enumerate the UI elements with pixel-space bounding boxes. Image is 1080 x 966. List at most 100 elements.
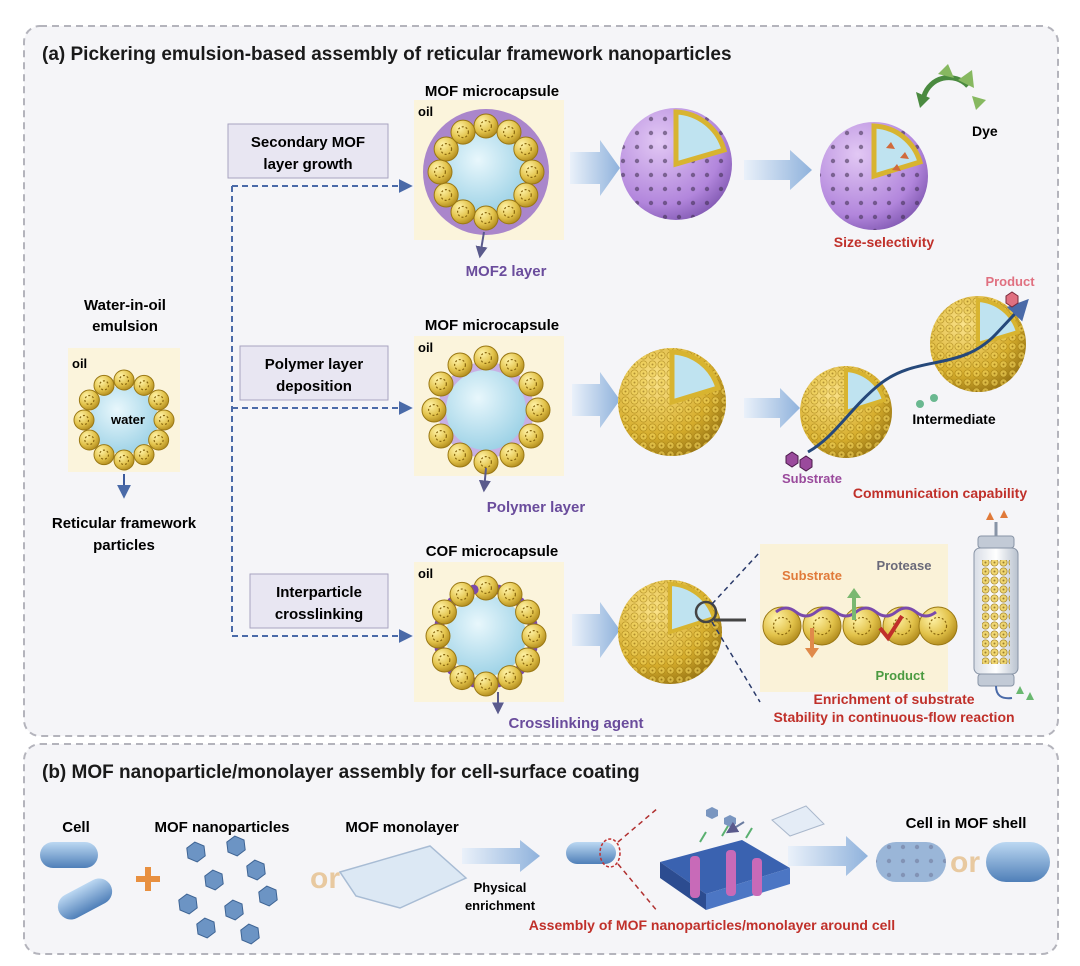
row1-purple-sphere-dye bbox=[820, 122, 928, 230]
framework-particle-pore bbox=[503, 126, 516, 139]
row2-arrow-1 bbox=[572, 372, 620, 428]
framework-particle bbox=[473, 113, 499, 139]
magnifier-icon bbox=[694, 600, 746, 624]
framework-particle-pore bbox=[118, 454, 130, 466]
framework-particle bbox=[113, 369, 135, 391]
row1-particle-ring bbox=[427, 113, 545, 231]
row3-result-line2: Stability in continuous-flow reaction bbox=[773, 709, 1014, 725]
framework-particle-pore bbox=[78, 414, 90, 426]
monolayer-sheet bbox=[338, 845, 468, 909]
row3-zoom-particles bbox=[762, 606, 958, 646]
plus-icon bbox=[136, 867, 160, 891]
branch-connectors bbox=[231, 179, 413, 643]
framework-particle-pore bbox=[521, 653, 534, 666]
framework-particle bbox=[447, 442, 473, 468]
product-hexagon-icon bbox=[1005, 291, 1019, 308]
framework-particle bbox=[447, 352, 473, 378]
nanoparticle-hexagon bbox=[204, 869, 224, 891]
framework-particle bbox=[497, 665, 523, 691]
nanoparticle-hexagon bbox=[178, 893, 198, 915]
substrate-hexagon-icon bbox=[785, 451, 799, 468]
framework-particle-pore bbox=[531, 404, 544, 417]
row2-flow-curve bbox=[807, 298, 1029, 454]
step-row1-line2: layer growth bbox=[263, 156, 352, 173]
row1-purple-sphere bbox=[620, 108, 732, 220]
framework-particle-pore bbox=[454, 358, 467, 371]
framework-particle-pore bbox=[480, 119, 493, 132]
zoom-particle-pore bbox=[812, 616, 832, 636]
framework-particle bbox=[421, 397, 447, 423]
framework-particle-pore bbox=[457, 126, 470, 139]
framework-particle-pore bbox=[432, 629, 445, 642]
panel-a-title: (a) Pickering emulsion-based assembly of… bbox=[42, 44, 732, 65]
row2-layer-label: Polymer layer bbox=[487, 499, 586, 516]
framework-particle bbox=[425, 623, 451, 649]
row2-result: Communication capability bbox=[853, 485, 1027, 501]
step-row1-line1: Secondary MOF bbox=[251, 134, 365, 151]
framework-particle-pore bbox=[480, 581, 493, 594]
framework-particle-pore bbox=[138, 449, 150, 460]
flow-column bbox=[973, 510, 1034, 700]
step-box-row2: Polymer layer deposition bbox=[239, 345, 389, 401]
target-cell bbox=[566, 842, 616, 864]
nanoparticles-label: MOF nanoparticles bbox=[154, 819, 289, 836]
framework-particle-pore bbox=[438, 605, 451, 618]
row1-water-core bbox=[446, 132, 526, 212]
row2-oil-label: oil bbox=[418, 340, 433, 355]
cell-monolayer-shell bbox=[986, 842, 1050, 882]
framework-particle bbox=[525, 397, 551, 423]
framework-particle-pore bbox=[456, 671, 469, 684]
row2-gold-sphere bbox=[618, 348, 726, 456]
emulsion-caption-line2: particles bbox=[93, 537, 155, 554]
cell-nanoparticle-shell bbox=[876, 842, 946, 882]
emulsion-particle-ring bbox=[73, 369, 175, 471]
framework-particle-pore bbox=[84, 434, 95, 446]
framework-particle-pore bbox=[519, 143, 532, 156]
or-label-1: or bbox=[310, 862, 340, 895]
membrane-schematic bbox=[660, 805, 825, 910]
framework-particle-pore bbox=[506, 449, 519, 462]
framework-particle-pore bbox=[480, 352, 493, 365]
dye-icon bbox=[916, 64, 986, 110]
framework-particle bbox=[431, 647, 457, 673]
framework-particle bbox=[78, 429, 100, 451]
target-cell-focus bbox=[599, 838, 621, 868]
framework-particle-pore bbox=[434, 166, 447, 179]
row3-down-arrow bbox=[805, 628, 819, 658]
framework-particle bbox=[427, 159, 453, 185]
framework-particle bbox=[499, 352, 525, 378]
framework-particle-pore bbox=[434, 430, 447, 443]
physical-line2: enrichment bbox=[465, 898, 536, 913]
nanoparticle-hexagon bbox=[186, 841, 206, 863]
nanoparticle-hexagon bbox=[226, 835, 246, 857]
framework-particle-pore bbox=[521, 605, 534, 618]
framework-particle bbox=[450, 199, 476, 225]
framework-particle-pore bbox=[440, 143, 453, 156]
framework-particle-pore bbox=[138, 380, 150, 391]
cell-capsule-2 bbox=[57, 878, 113, 920]
row3-capsule-title: COF microcapsule bbox=[426, 543, 559, 560]
framework-particle bbox=[515, 647, 541, 673]
emulsion-water-droplet bbox=[90, 386, 158, 454]
framework-particle bbox=[513, 182, 539, 208]
step-box-row3: Interparticle crosslinking bbox=[249, 573, 389, 629]
check-icon bbox=[878, 614, 904, 642]
framework-particle-pore bbox=[440, 189, 453, 202]
or-label-2: or bbox=[950, 846, 980, 879]
row3-protease-label: Protease bbox=[877, 558, 932, 573]
row2-water-core bbox=[446, 370, 526, 450]
row1-capsule-title: MOF microcapsule bbox=[425, 83, 559, 100]
framework-particle bbox=[518, 423, 544, 449]
monolayer-label: MOF monolayer bbox=[345, 819, 459, 836]
framework-particle bbox=[473, 345, 499, 371]
framework-particle bbox=[521, 623, 547, 649]
framework-particle bbox=[519, 159, 545, 185]
emulsion-water-label: water bbox=[110, 412, 145, 427]
row2-intermediate-label: Intermediate bbox=[912, 411, 995, 427]
framework-particle-pore bbox=[480, 456, 493, 469]
step-box-row1: Secondary MOF layer growth bbox=[227, 123, 389, 179]
framework-particle-pore bbox=[434, 378, 447, 391]
framework-particle bbox=[148, 389, 170, 411]
row3-substrate-label: Substrate bbox=[782, 568, 842, 583]
